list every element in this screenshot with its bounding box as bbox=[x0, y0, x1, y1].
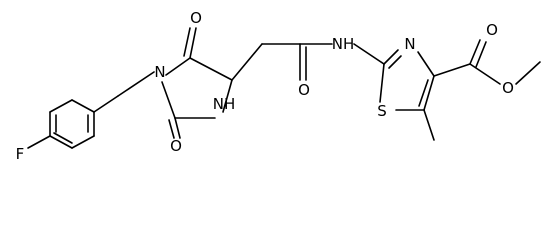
bond bbox=[53, 132, 73, 144]
bond bbox=[117, 71, 155, 97]
bond bbox=[71, 135, 95, 149]
bond bbox=[475, 41, 487, 68]
bond bbox=[49, 135, 73, 149]
bond bbox=[417, 51, 435, 77]
ring-nh-label: NH bbox=[213, 95, 236, 113]
bond bbox=[168, 119, 175, 139]
bond bbox=[165, 57, 191, 76]
amide-oxygen-label: O bbox=[298, 81, 310, 99]
bond bbox=[353, 43, 385, 65]
bond bbox=[183, 27, 191, 57]
bond bbox=[469, 39, 481, 65]
bond bbox=[418, 79, 429, 107]
atom-labels: F N NH NH N S O O O O O bbox=[16, 9, 514, 163]
bond bbox=[49, 99, 73, 113]
ester-ether-oxygen-label: O bbox=[502, 79, 514, 97]
bond bbox=[174, 117, 181, 139]
bond bbox=[93, 95, 119, 113]
bond bbox=[189, 27, 197, 59]
bond bbox=[71, 99, 95, 113]
bond bbox=[27, 135, 51, 149]
bond bbox=[515, 61, 541, 85]
bond bbox=[383, 49, 399, 65]
bond bbox=[379, 63, 385, 103]
oxo-bottom-label: O bbox=[170, 137, 182, 155]
fluorine-label: F bbox=[16, 145, 25, 163]
ester-carbonyl-oxygen-label: O bbox=[486, 21, 498, 39]
bond bbox=[189, 57, 233, 81]
bond bbox=[423, 75, 435, 111]
bond bbox=[433, 63, 471, 77]
bond bbox=[469, 63, 501, 85]
bond bbox=[161, 81, 176, 119]
thiazole-nitrogen-label: N bbox=[404, 35, 415, 53]
molecule-drawing: F N NH NH N S O O O O O bbox=[16, 9, 541, 163]
bond bbox=[423, 109, 435, 141]
structure-canvas: F N NH NH N S O O O O O bbox=[16, 9, 541, 163]
bond bbox=[231, 43, 263, 81]
sulfur-label: S bbox=[377, 102, 387, 120]
bonds bbox=[27, 27, 541, 149]
imide-nitrogen-label: N bbox=[154, 63, 165, 81]
amide-nh-label: NH bbox=[332, 35, 355, 53]
oxo-top-label: O bbox=[190, 9, 202, 27]
bond bbox=[388, 55, 402, 69]
bond bbox=[222, 79, 233, 113]
